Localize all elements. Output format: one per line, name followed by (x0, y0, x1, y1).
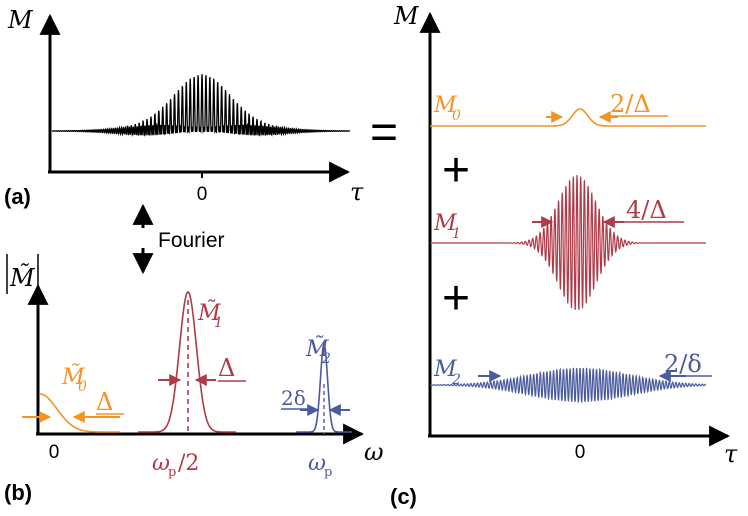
panel-c-label: (c) (390, 484, 417, 509)
panel-c-m0-label: M 0 (433, 93, 461, 124)
svg-text:p: p (168, 465, 176, 480)
svg-text:M: M (433, 357, 457, 382)
equals-sign: = (370, 106, 398, 159)
panel-b-m1-label: M̃ 1 (197, 300, 223, 331)
panel-a-label: (a) (4, 184, 31, 209)
svg-text:M: M (433, 211, 457, 236)
panel-c-m0-width-label: 2/Δ (610, 90, 651, 118)
fourier-label: Fourier (158, 229, 225, 252)
panel-a-y-label: M (7, 6, 34, 34)
panel-c-tick-zero: 0 (575, 442, 586, 463)
svg-text:/2: /2 (178, 451, 199, 476)
svg-text:2: 2 (451, 372, 461, 388)
svg-text:M̃: M̃ (9, 264, 36, 292)
plus-sign-1: + (442, 144, 470, 197)
svg-text:M: M (433, 93, 457, 118)
panel-c-m2-width-label: 2/δ (664, 350, 702, 378)
panel-c-m1-label: M 1 (433, 211, 461, 242)
panel-b-m2-peak (296, 342, 352, 433)
panel-c-x-label: τ (724, 440, 738, 468)
svg-text:0: 0 (78, 379, 87, 395)
svg-text:ω: ω (308, 451, 326, 476)
panel-b-tick-half: ω p /2 (152, 451, 199, 480)
panel-a-total-signal (51, 74, 351, 137)
panel-b-m1-width-label: Δ (218, 354, 235, 382)
svg-text:p: p (324, 465, 332, 480)
panel-c-m0-signal (430, 108, 706, 127)
svg-text:M̃: M̃ (305, 336, 329, 362)
fourier-transform: Fourier (132, 203, 225, 275)
panel-b: M̃ ω 0 M̃ 0 Δ M̃ 1 Δ ω p /2 (4, 254, 384, 505)
svg-text:0: 0 (452, 108, 461, 124)
panel-a-x-label: τ (350, 178, 364, 206)
panel-c-m1-width-label: 4/Δ (626, 196, 667, 224)
panel-b-m0-peak (40, 393, 120, 433)
panel-c-m1-signal (430, 174, 706, 310)
panel-b-tick-zero: 0 (49, 442, 60, 463)
svg-text:1: 1 (214, 315, 223, 331)
panel-b-m0-width-label: Δ (96, 388, 113, 416)
panel-b-y-label: M̃ (6, 254, 39, 294)
panel-b-m2-width-label: 2δ (281, 386, 306, 410)
panel-b-tick-full: ω p (308, 451, 332, 480)
plus-sign-2: + (442, 272, 470, 325)
panel-b-label: (b) (4, 480, 32, 505)
panel-c-y-label: M (393, 2, 420, 30)
panel-c-m2-label: M 2 (433, 357, 461, 388)
panel-c-m2-signal (429, 367, 707, 404)
panel-b-m0-label: M̃ 0 (61, 364, 87, 395)
panel-c: M τ 0 M 0 2/Δ M 1 4/Δ M 2 2/δ ( (390, 2, 738, 509)
panel-b-x-label: ω (364, 438, 384, 466)
panel-b-m1-peak (138, 291, 236, 433)
svg-text:ω: ω (152, 451, 170, 476)
panel-a-tick-zero: 0 (197, 184, 208, 205)
svg-text:M̃: M̃ (197, 300, 221, 326)
svg-text:2: 2 (321, 351, 331, 367)
svg-text:M̃: M̃ (61, 364, 85, 390)
panel-a: M τ 0 (a) (4, 6, 364, 209)
panel-b-m2-label: M̃ 2 (305, 336, 331, 367)
svg-text:1: 1 (452, 226, 461, 242)
